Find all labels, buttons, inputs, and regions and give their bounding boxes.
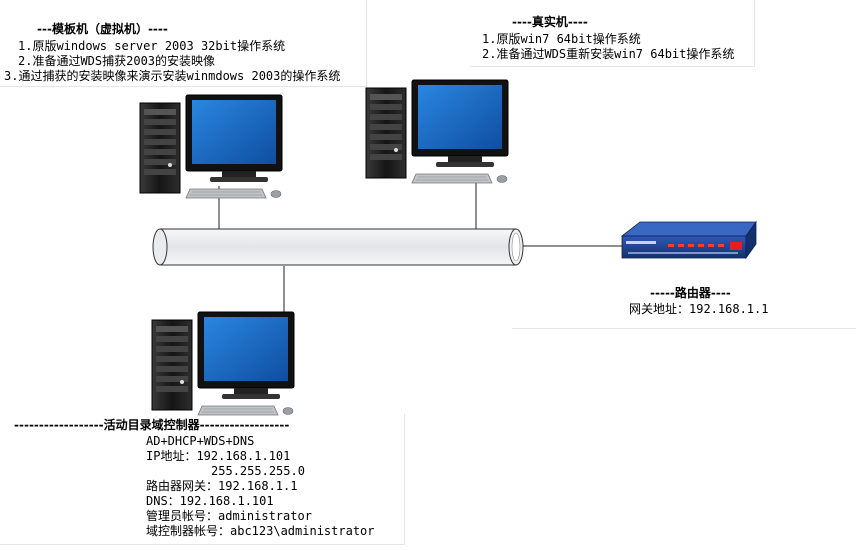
dc-frame	[0, 414, 405, 545]
template-vm-line-1: 1.原版windows server 2003 32bit操作系统	[18, 39, 286, 53]
template-vm-title: ---模板机（虚拟机）----	[37, 22, 168, 36]
template-vm-frame	[0, 0, 367, 87]
real-machine-title: ----真实机----	[512, 15, 588, 29]
network-cable	[152, 228, 524, 266]
template-vm-line-2: 2.准备通过WDS捕获2003的安装映像	[18, 54, 216, 68]
dc-line-services: AD+DHCP+WDS+DNS	[146, 434, 255, 448]
router-frame	[512, 280, 856, 329]
router-gateway: 网关地址：192.168.1.1	[629, 302, 769, 316]
template-vm-line-3: 3.通过捕获的安装映像来演示安装winmdows 2003的操作系统	[4, 69, 341, 83]
real-machine-line-1: 1.原版win7 64bit操作系统	[482, 32, 641, 46]
domain-controller-computer	[151, 311, 295, 416]
dc-line-ip: IP地址：192.168.1.101	[146, 449, 291, 463]
real-machine-computer	[365, 79, 509, 184]
dc-line-dns: DNS：192.168.1.101	[146, 494, 274, 508]
dc-line-mask: 255.255.255.0	[146, 464, 305, 478]
router-device	[620, 220, 757, 260]
dc-line-domain-account: 域控制器帐号：abc123\administrator	[146, 524, 375, 538]
dc-line-gateway: 路由器网关：192.168.1.1	[146, 479, 298, 493]
template-vm-computer	[139, 94, 283, 199]
router-title: -----路由器----	[650, 286, 731, 300]
dc-title: ------------------活动目录域控制器--------------…	[14, 418, 290, 432]
dc-line-admin-account: 管理员帐号：administrator	[146, 509, 312, 523]
real-machine-line-2: 2.准备通过WDS重新安装win7 64bit操作系统	[482, 47, 735, 61]
real-machine-frame	[470, 0, 755, 67]
